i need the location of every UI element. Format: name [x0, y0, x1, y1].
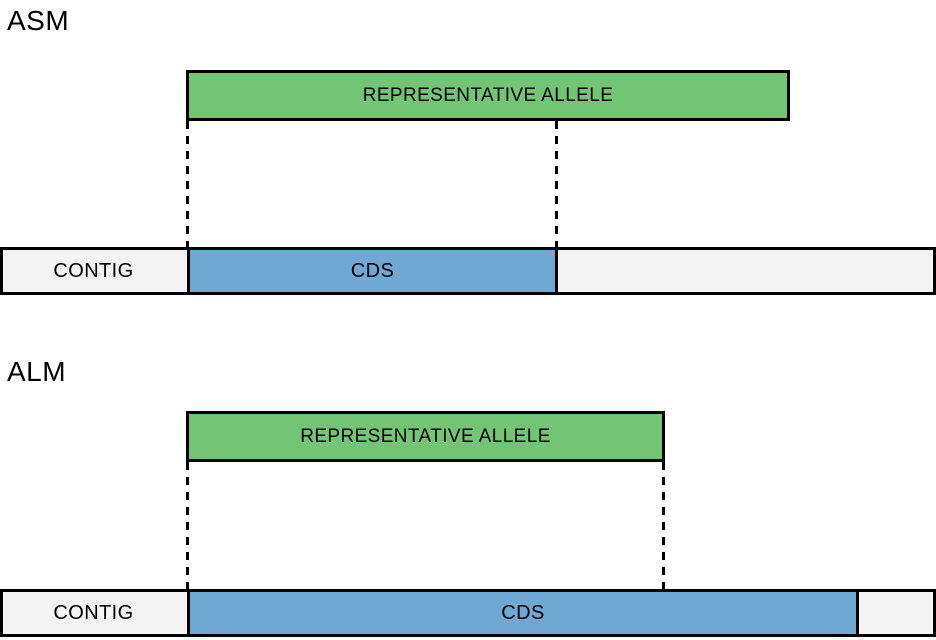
alm-representative-allele-bar: REPRESENTATIVE ALLELE: [186, 411, 665, 462]
asm-representative-allele-bar: REPRESENTATIVE ALLELE: [186, 70, 790, 121]
alm-cds-label: CDS: [501, 601, 545, 624]
asm-projection-line-right: [555, 121, 558, 247]
asm-representative-allele-label: REPRESENTATIVE ALLELE: [362, 84, 614, 106]
asm-contig-label-text: CONTIG: [53, 259, 134, 282]
asm-section-title: ASM: [7, 5, 70, 36]
asm-cds-label: CDS: [350, 259, 395, 282]
asm-cds-segment: CDS: [187, 247, 558, 295]
alm-section-title: ALM: [7, 356, 67, 387]
alm-contig-label-text: CONTIG: [53, 601, 134, 624]
alm-cds-segment: CDS: [187, 589, 859, 637]
asm-contig-label: CONTIG: [0, 247, 187, 295]
asm-projection-line-left: [186, 121, 189, 247]
alm-representative-allele-label: REPRESENTATIVE ALLELE: [300, 425, 551, 447]
alm-contig-label: CONTIG: [0, 589, 187, 637]
alm-projection-line-right: [662, 462, 665, 589]
alm-projection-line-left: [186, 462, 189, 589]
